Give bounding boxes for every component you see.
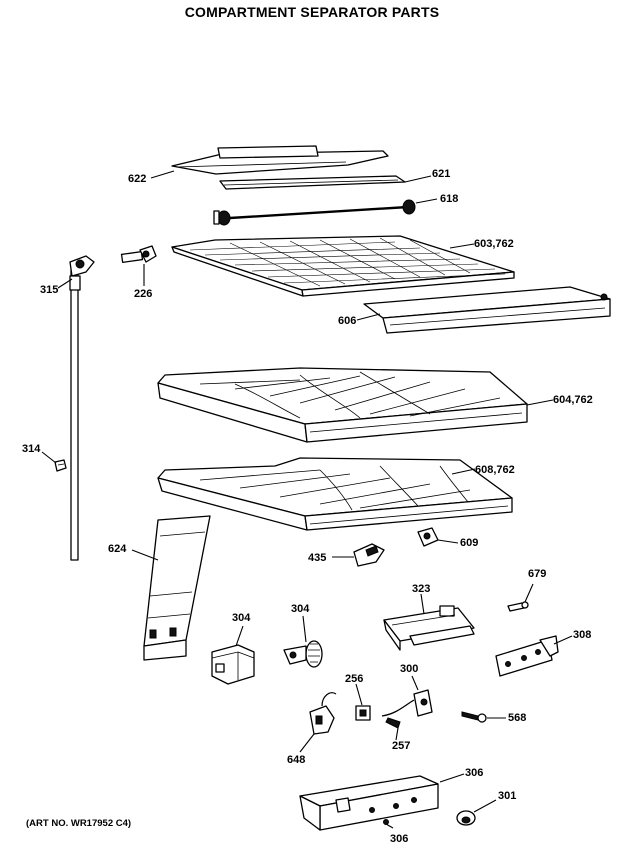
part-618-rod: [213, 199, 416, 226]
callout-306-a: 306: [465, 767, 483, 779]
part-308-bracket-plate: [495, 635, 559, 677]
callout-618: 618: [440, 193, 458, 205]
callout-622: 622: [128, 173, 146, 185]
part-314-clip: [54, 459, 67, 472]
part-624-vertical-panel: [143, 515, 211, 661]
diagram-title: COMPARTMENT SEPARATOR PARTS: [184, 4, 440, 20]
callout-568: 568: [508, 712, 526, 724]
callout-609: 609: [460, 537, 478, 549]
part-301-knob: [456, 810, 476, 826]
callout-679: 679: [528, 568, 546, 580]
callout-621: 621: [432, 168, 450, 180]
part-604-separator-tray: [157, 367, 528, 443]
callout-435: 435: [308, 552, 326, 564]
callout-256: 256: [345, 673, 363, 685]
part-568-screw: [461, 711, 487, 723]
part-606-front-cover: [363, 286, 611, 334]
callout-604-762: 604,762: [553, 394, 593, 406]
part-609-latch: [417, 527, 439, 547]
callout-257: 257: [392, 740, 410, 752]
callout-315: 315: [40, 284, 58, 296]
callout-323: 323: [412, 583, 430, 595]
callout-314: 314: [22, 443, 41, 455]
part-608-separator-tray: [157, 457, 513, 531]
part-300-thermostat: [381, 689, 433, 717]
part-306-housing-bracket: [299, 775, 439, 831]
part-304-knob-assembly: [283, 640, 323, 668]
callout-624: 624: [108, 543, 127, 555]
art-number: (ART NO. WR17952 C4): [26, 818, 132, 829]
part-315-vertical-rod: [69, 255, 95, 561]
callout-306-b: 306: [390, 833, 408, 845]
callout-226: 226: [134, 288, 152, 300]
part-323-damper-housing: [383, 605, 475, 651]
part-621-rail: [219, 175, 406, 190]
part-622-trim-strip: [171, 145, 389, 175]
callout-603-762: 603,762: [474, 238, 514, 250]
callout-308: 308: [573, 629, 591, 641]
callout-300: 300: [400, 663, 418, 675]
part-679-screw: [507, 601, 529, 612]
callout-304-b: 304: [291, 603, 310, 615]
callout-304-a: 304: [232, 612, 251, 624]
callout-301: 301: [498, 790, 516, 802]
part-257-screw: [385, 717, 401, 729]
part-435-bracket: [353, 543, 385, 567]
part-648-light-socket: [309, 692, 337, 735]
part-226-pin: [120, 245, 157, 264]
part-603-wire-shelf: [171, 235, 515, 297]
part-256-switch: [355, 705, 371, 721]
callout-648: 648: [287, 754, 305, 766]
callout-608-762: 608,762: [475, 464, 515, 476]
callout-606: 606: [338, 315, 356, 327]
part-304-control-module: [211, 644, 255, 685]
